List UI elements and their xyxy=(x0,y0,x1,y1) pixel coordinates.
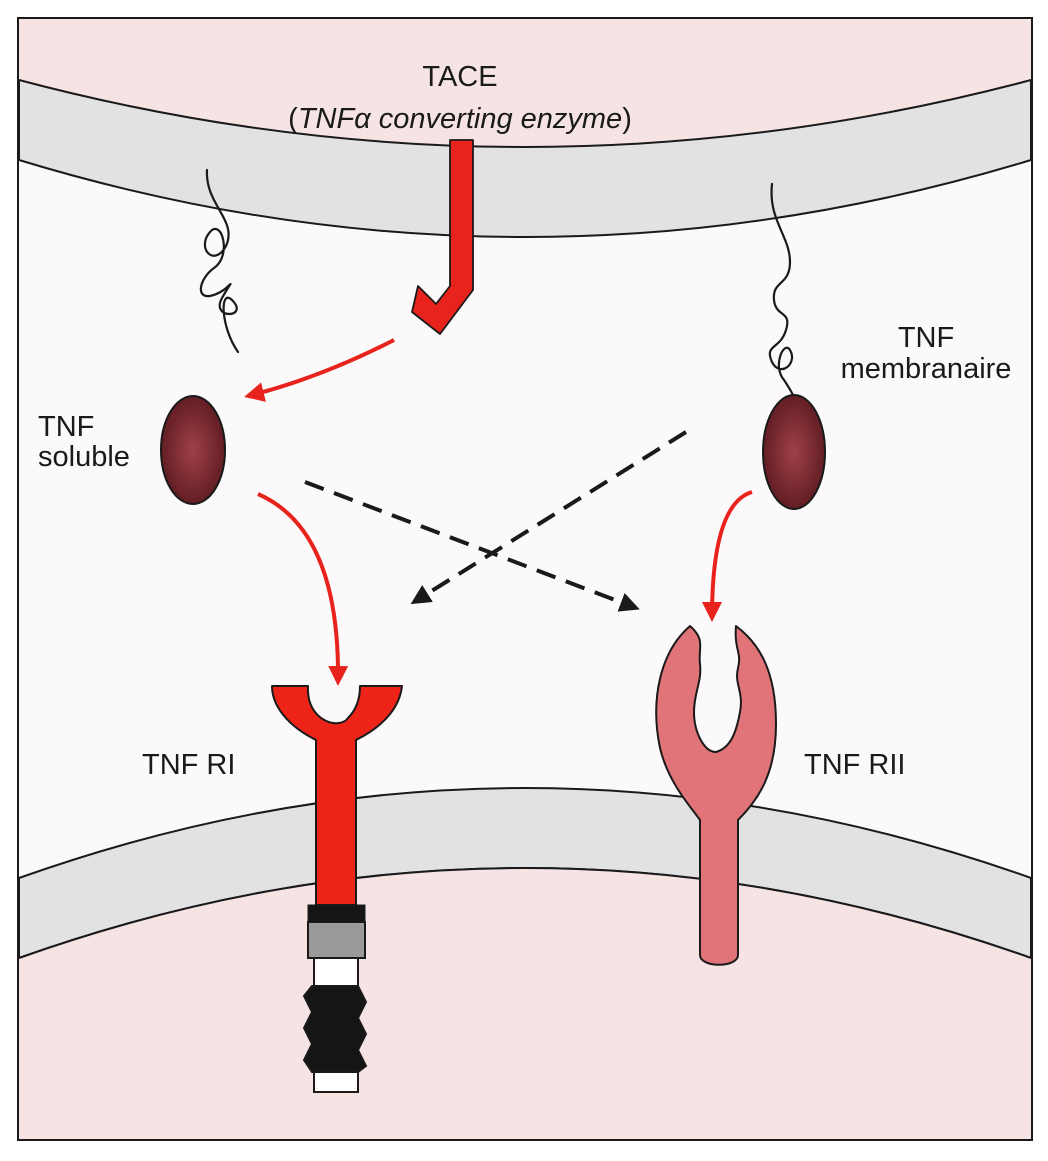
dashed-arrow-soluble-to-rii xyxy=(304,480,640,612)
tnf-soluble-label-2: soluble xyxy=(38,441,130,473)
tace-subtitle: TNFα converting enzyme xyxy=(298,103,622,135)
arrow-soluble-to-ri xyxy=(257,492,349,686)
tnf-squiggle-left-icon xyxy=(199,168,240,354)
tnf-rii-label: TNF RII xyxy=(804,749,906,781)
tnf-membrane-oval-icon xyxy=(762,394,826,510)
tace-paren-close: ) xyxy=(622,103,632,135)
arrow-tace-to-soluble xyxy=(244,338,395,402)
tnf-membrane-label-2: membranaire xyxy=(841,353,1012,385)
tace-subtitle-line: (TNFα converting enzyme) xyxy=(288,103,632,135)
top-cell-interior xyxy=(19,19,1031,155)
tace-paren-open: ( xyxy=(288,103,298,135)
tace-enzyme-icon xyxy=(411,139,474,335)
bottom-cell-interior xyxy=(19,868,1031,1139)
tnf-ri-receptor-icon xyxy=(271,685,403,1093)
dashed-arrow-membrane-to-ri xyxy=(410,430,688,605)
tnf-rii-receptor-icon xyxy=(655,625,777,966)
tnf-squiggle-right-icon xyxy=(768,182,798,406)
top-cell-membrane xyxy=(18,78,1032,238)
tnf-soluble-oval-icon xyxy=(160,395,226,505)
arrow-membrane-to-rii xyxy=(702,490,753,622)
tace-title: TACE xyxy=(422,61,497,93)
tnf-membrane-label-1: TNF xyxy=(898,322,954,354)
tnf-soluble-label-1: TNF xyxy=(38,411,94,443)
tnf-ri-label: TNF RI xyxy=(142,749,235,781)
